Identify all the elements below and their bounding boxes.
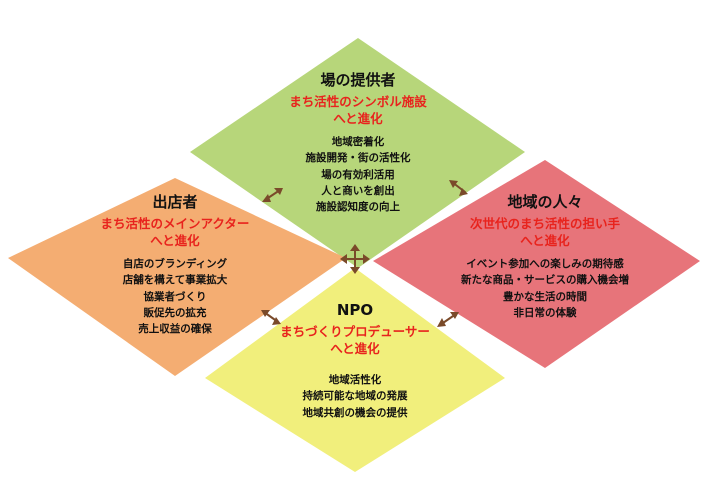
top-item: 施設開発・街の活性化 <box>305 152 411 165</box>
right-item: 豊かな生活の時間 <box>503 290 587 303</box>
top-item: 施設認知度の向上 <box>316 201 400 214</box>
arrowhead <box>449 180 458 188</box>
left-items: 自店のブランディング 店舗を構えて事業拡大 協業者づくり 販促先の拡充 売上収益… <box>70 256 280 337</box>
right-subtitle-line1: 次世代のまち活性の担い手 <box>469 216 620 232</box>
right-item: 新たな商品・サービスの購入機会増 <box>461 274 629 287</box>
left-subtitle-line2: へと進化 <box>150 233 200 249</box>
right-block: 地域の人々 次世代のまち活性の担い手 へと進化 イベント参加への楽しみの期待感 … <box>425 192 665 321</box>
arrowhead <box>262 194 271 202</box>
top-title: 場の提供者 <box>320 71 396 89</box>
right-subtitle-line2: へと進化 <box>520 233 570 249</box>
arrowhead <box>350 267 360 274</box>
right-items: イベント参加への楽しみの期待感 新たな商品・サービスの購入機会増 豊かな生活の時… <box>425 256 665 321</box>
top-item: 人と商いを創出 <box>321 184 395 197</box>
left-block: 出店者 まち活性のメインアクター へと進化 自店のブランディング 店舗を構えて事… <box>70 192 280 337</box>
bottom-item: 地域活性化 <box>328 374 382 386</box>
left-subtitle-line1: まち活性のメインアクター <box>100 216 250 232</box>
right-diamond <box>373 160 700 368</box>
arrowhead <box>261 310 270 317</box>
top-item: 地域密着化 <box>331 136 385 148</box>
left-item: 販促先の拡充 <box>143 306 207 319</box>
left-item: 売上収益の確保 <box>138 323 212 336</box>
right-item: イベント参加への楽しみの期待感 <box>466 258 624 270</box>
arrowhead <box>459 188 468 196</box>
bottom-diamond <box>205 268 505 472</box>
left-item: 店舗を構えて事業拡大 <box>122 274 228 287</box>
bottom-subtitle-line1: まちづくりプロデューサー <box>280 324 430 340</box>
arrowhead <box>450 312 459 319</box>
top-items: 地域密着化 施設開発・街の活性化 場の有効利活用 人と商いを創出 施設認知度の向… <box>258 134 458 215</box>
left-title: 出店者 <box>152 193 198 211</box>
bottom-item: 持続可能な地域の発展 <box>302 390 408 403</box>
bottom-items: 地域活性化 持続可能な地域の発展 地域共創の機会の提供 <box>255 372 455 421</box>
arrowhead <box>272 317 281 325</box>
left-diamond <box>8 178 346 376</box>
bottom-title: NPO <box>336 301 374 319</box>
top-item: 場の有効利活用 <box>321 168 395 181</box>
left-item: 協業者づくり <box>143 290 207 303</box>
bottom-subtitle-line2: へと進化 <box>330 341 380 357</box>
arrowhead <box>340 254 347 264</box>
arrowhead <box>350 244 360 251</box>
top-subtitle-line2: へと進化 <box>333 111 383 127</box>
bottom-block: NPO まちづくりプロデューサー へと進化 地域活性化 持続可能な地域の発展 地… <box>255 300 455 421</box>
top-subtitle-line1: まち活性のシンボル施設 <box>289 94 427 110</box>
right-title: 地域の人々 <box>507 193 583 211</box>
bottom-item: 地域共創の機会の提供 <box>302 406 408 419</box>
arrowhead <box>363 254 370 264</box>
top-block: 場の提供者 まち活性のシンボル施設 へと進化 地域密着化 施設開発・街の活性化 … <box>258 70 458 215</box>
right-item: 非日常の体験 <box>513 306 577 319</box>
arrowheads <box>261 180 468 327</box>
arrowhead <box>274 188 283 195</box>
left-item: 自店のブランディング <box>122 258 228 270</box>
arrowhead <box>437 318 446 327</box>
top-diamond <box>190 38 525 268</box>
